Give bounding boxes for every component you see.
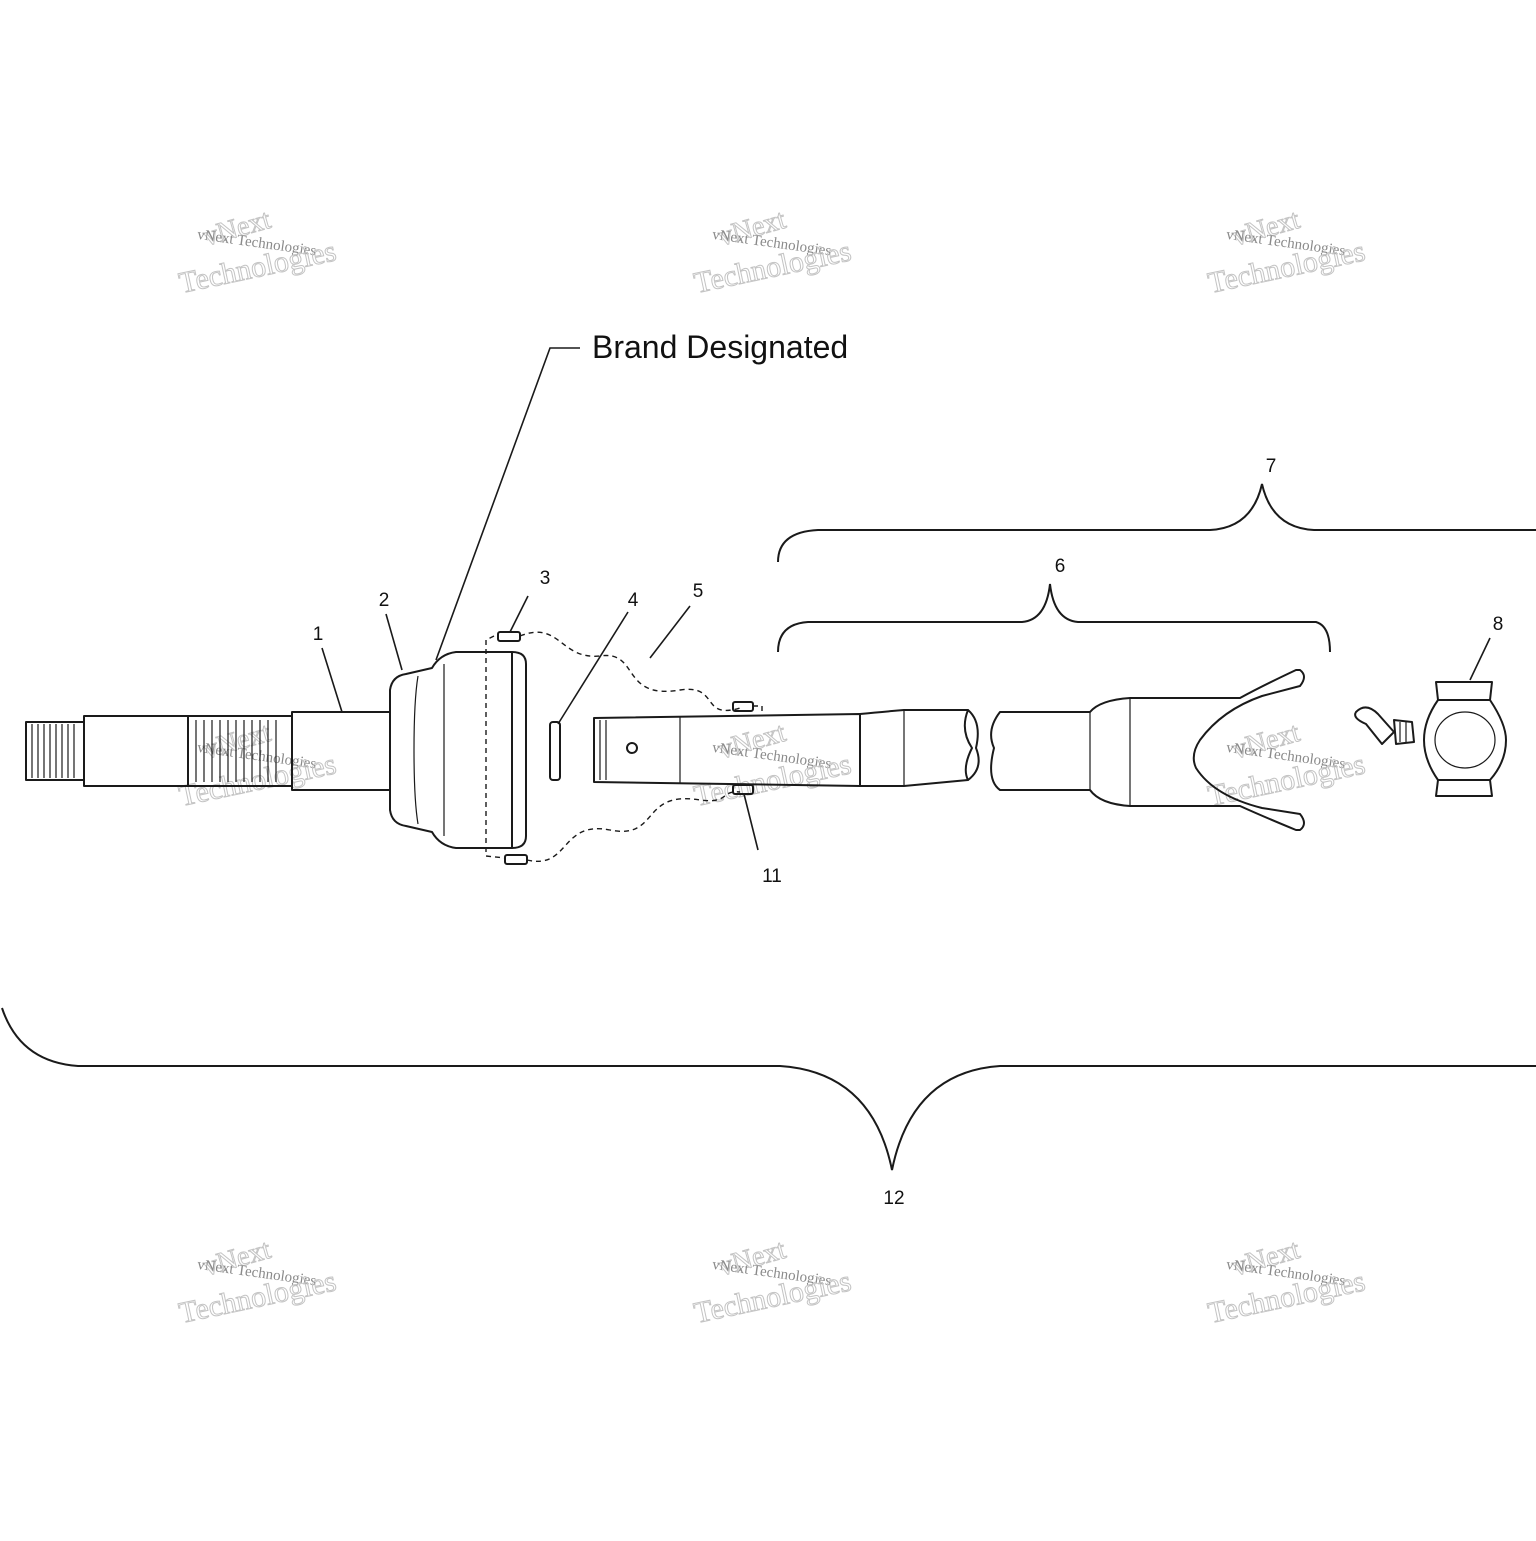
leader-brand (435, 347, 580, 661)
leader-8 (1469, 637, 1491, 681)
watermark: vNext vNext Technologies Technologies (691, 1234, 855, 1331)
watermark: vNext vNext Technologies Technologies (176, 204, 340, 301)
part-3-clamps (485, 631, 763, 865)
brand-designated-label: Brand Designated (592, 329, 848, 365)
watermark: vNext vNext Technologies Technologies (176, 717, 340, 814)
watermark: vNext vNext Technologies Technologies (691, 717, 855, 814)
part-8-u-joint (1423, 681, 1507, 797)
part-4-snap-ring (549, 721, 561, 781)
callout-1: 1 (313, 624, 324, 645)
part-6-driveshaft (593, 669, 1305, 831)
watermark: vNext vNext Technologies Technologies (1205, 717, 1369, 814)
leader-4 (557, 611, 629, 725)
watermark: vNext vNext Technologies Technologies (691, 204, 855, 301)
leader-5 (649, 605, 691, 659)
watermark-group: vNext vNext Technologies Technologies vN… (176, 204, 1369, 1331)
callout-7: 7 (1266, 456, 1277, 477)
brace-6 (777, 583, 1331, 653)
callout-5: 5 (693, 581, 704, 602)
leader-3 (509, 595, 529, 633)
watermark: vNext vNext Technologies Technologies (176, 1234, 340, 1331)
part-2-cv-housing (389, 651, 527, 849)
callout-labels: Brand Designated 1 2 3 4 5 6 7 8 11 12 (313, 329, 1504, 1209)
watermark: vNext vNext Technologies Technologies (1205, 204, 1369, 301)
callout-2: 2 (379, 590, 390, 611)
callout-3: 3 (540, 568, 551, 589)
leader-2 (385, 613, 403, 671)
grease-fitting (1354, 706, 1415, 745)
callout-12: 12 (883, 1188, 904, 1209)
callout-4: 4 (628, 590, 639, 611)
callout-6: 6 (1055, 556, 1066, 577)
brace-12 (1, 1007, 1536, 1171)
callout-11: 11 (762, 866, 782, 887)
leader-11 (743, 793, 759, 851)
part-1-stub-shaft (25, 711, 391, 791)
brace-7 (777, 483, 1536, 563)
callout-8: 8 (1493, 614, 1504, 635)
leader-1 (321, 647, 343, 713)
watermark: vNext vNext Technologies Technologies (1205, 1234, 1369, 1331)
leader-lines (321, 347, 1491, 851)
